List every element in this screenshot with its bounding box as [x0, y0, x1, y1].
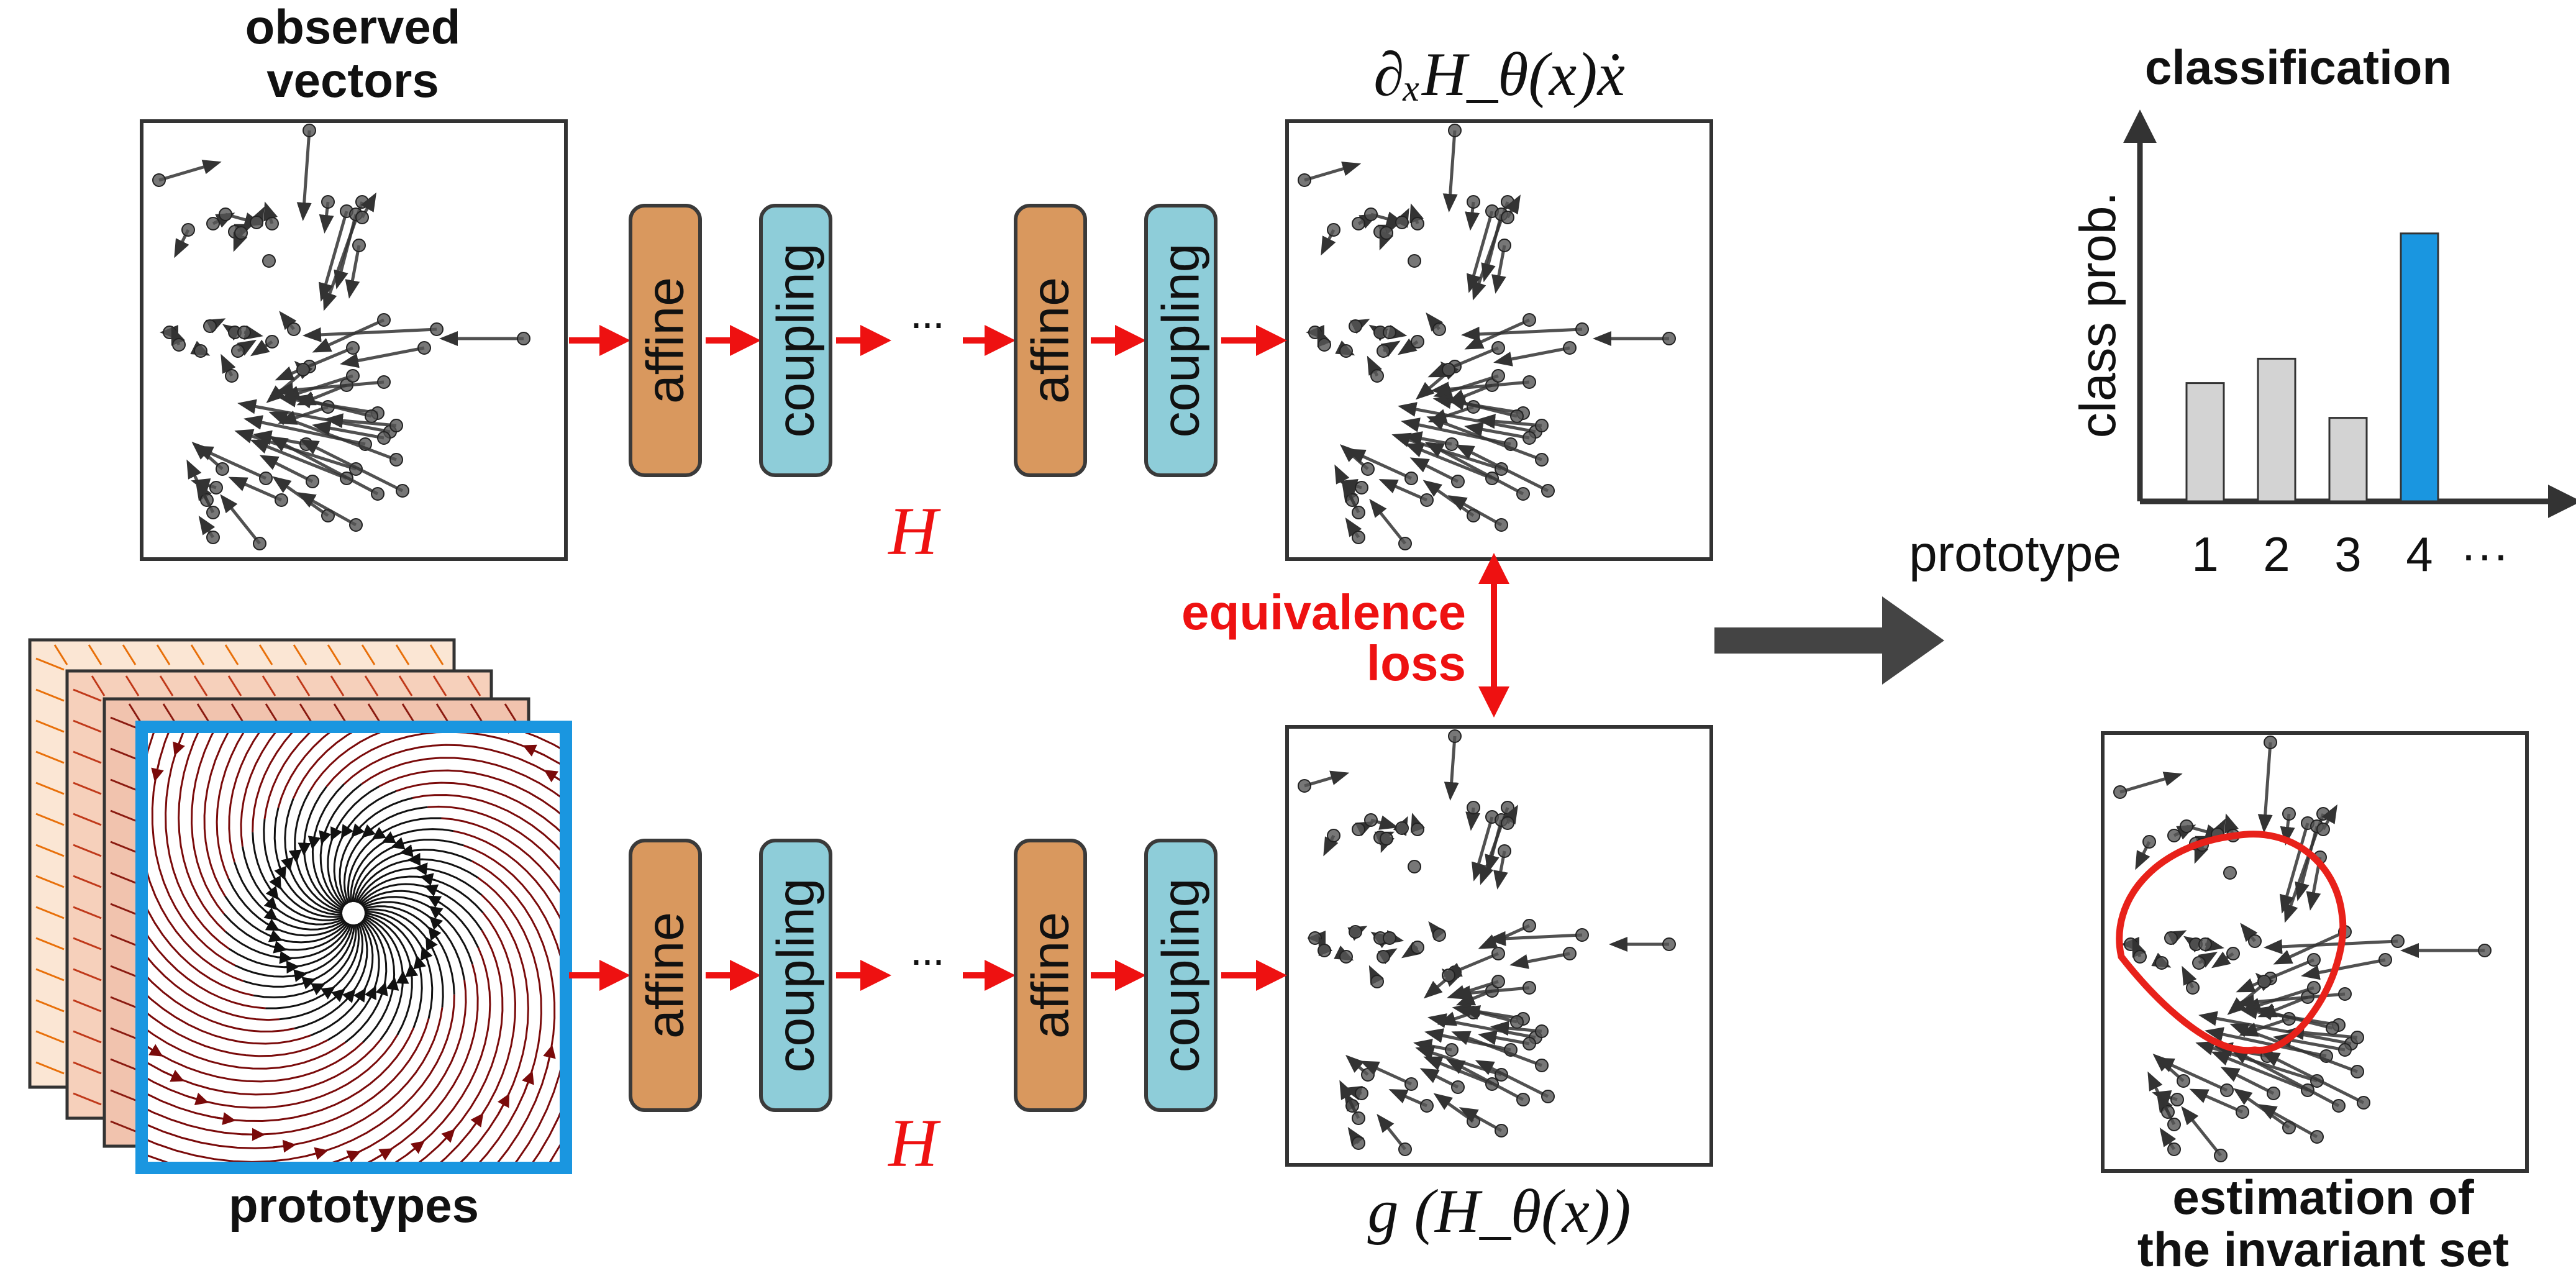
- affine-block: affine: [1014, 204, 1087, 477]
- coupling-label: coupling: [1151, 244, 1211, 438]
- x-tick-label: 1: [2191, 527, 2218, 581]
- x-tick-label: 2: [2263, 527, 2290, 581]
- H-symbol-bottom: H: [870, 1106, 957, 1180]
- top-formula: ∂ₓH_θ(x)ẋ: [1287, 37, 1711, 112]
- vector-arrow: [1408, 860, 1421, 873]
- bar-1: [2187, 383, 2224, 501]
- vector-arrow: [2155, 957, 2168, 969]
- x-tick-label: 4: [2406, 527, 2433, 581]
- x-axis-label: prototype: [1909, 526, 2121, 582]
- x-tick-ellipsis: ···: [2460, 527, 2509, 581]
- observed-vectors-title: observed vectors: [204, 0, 502, 107]
- vector-arrow: [1408, 255, 1421, 267]
- vector-arrow: [1309, 932, 1321, 944]
- bar-2: [2258, 358, 2295, 501]
- coupling-label: coupling: [766, 244, 826, 438]
- vector-arrow: [297, 363, 309, 376]
- vector-arrow: [1442, 363, 1455, 376]
- affine-block: affine: [629, 204, 702, 477]
- bottom-formula: g (H_θ(x)): [1287, 1174, 1711, 1249]
- vector-arrow: [263, 255, 275, 267]
- bar-4: [2401, 234, 2438, 501]
- coupling-block: coupling: [1144, 204, 1217, 477]
- vector-arrow: [1340, 345, 1352, 357]
- vector-arrow: [1340, 950, 1352, 963]
- big-flow-arrow: [1714, 596, 1944, 685]
- equivalence-loss-label: equivalence loss: [1118, 587, 1466, 689]
- ellipsis-bottom: ···: [888, 935, 963, 985]
- vector-arrow: [2258, 975, 2270, 988]
- vector-arrow: [194, 345, 207, 357]
- affine-label: affine: [635, 277, 696, 404]
- affine-block: affine: [1014, 839, 1087, 1112]
- x-tick-label: 3: [2334, 527, 2361, 581]
- estimation-title: estimation of the invariant set: [2087, 1171, 2559, 1275]
- coupling-label: coupling: [766, 878, 826, 1073]
- affine-label: affine: [635, 912, 696, 1039]
- bar-3: [2329, 418, 2367, 501]
- affine-block: affine: [629, 839, 702, 1112]
- vector-arrow: [2224, 867, 2236, 879]
- chart-title: classification: [2145, 40, 2452, 94]
- affine-label: affine: [1021, 277, 1081, 404]
- prototypes-title: prototypes: [142, 1177, 566, 1233]
- vector-arrow: [1442, 969, 1455, 982]
- coupling-block: coupling: [759, 839, 832, 1112]
- coupling-label: coupling: [1151, 878, 1211, 1073]
- H-symbol-top: H: [870, 494, 957, 568]
- coupling-block: coupling: [1144, 839, 1217, 1112]
- affine-label: affine: [1021, 912, 1081, 1039]
- coupling-block: coupling: [759, 204, 832, 477]
- y-axis-label: class prob.: [2070, 192, 2126, 439]
- ellipsis-top: ···: [888, 298, 963, 348]
